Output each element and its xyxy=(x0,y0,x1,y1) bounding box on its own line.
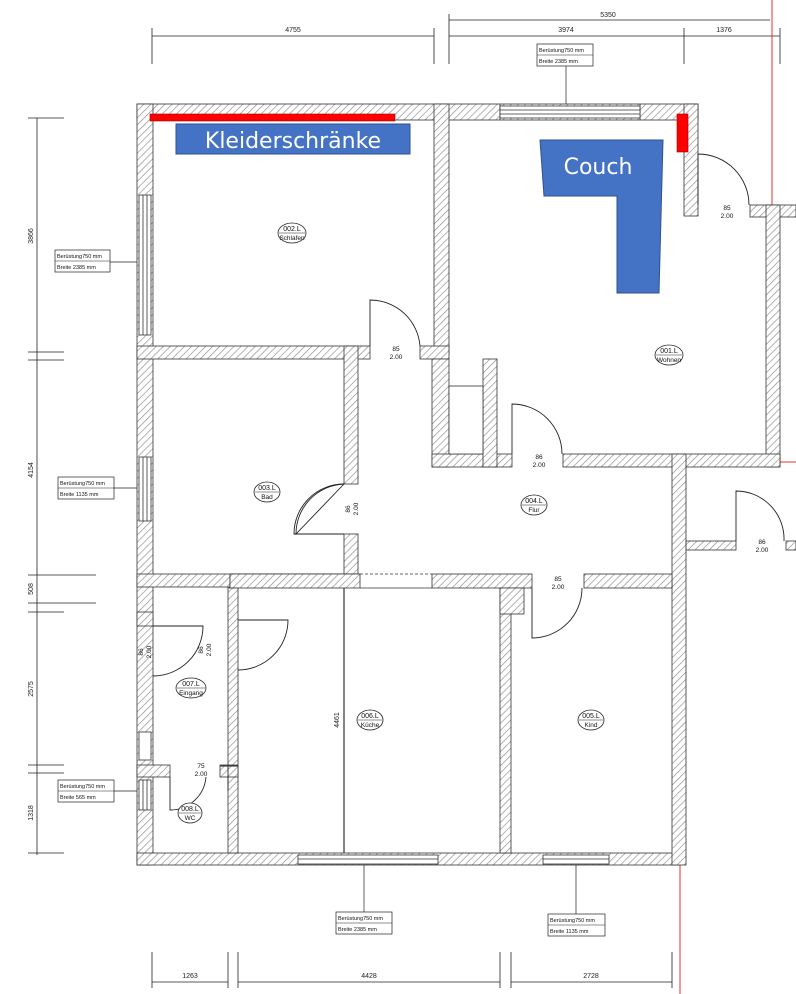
svg-text:Berüstung750 mm: Berüstung750 mm xyxy=(60,784,105,790)
windows xyxy=(138,105,641,865)
dim-left-4: 2575 xyxy=(28,681,35,697)
svg-text:Breite 1135 mm: Breite 1135 mm xyxy=(550,929,589,935)
door6-height: 2.00 xyxy=(756,547,769,554)
window-tag-bottom-2: Berüstung750 mm Breite 1135 mm xyxy=(547,913,606,937)
room-labels: 002.L Schlafen 001.L Wohnen 003.L Bad 00… xyxy=(175,222,684,824)
dim-kitchen-inner: 4461 xyxy=(334,712,341,728)
dim-bottom-1: 1263 xyxy=(182,973,198,980)
svg-text:WC: WC xyxy=(185,815,196,822)
room-label-schlafen: 002.L Schlafen xyxy=(277,222,307,244)
wall-marker-red xyxy=(676,113,689,153)
dim-top-left: 4755 xyxy=(285,27,301,34)
room-label-bad: 003.L Bad xyxy=(253,481,281,503)
window-tags xyxy=(110,66,577,914)
door-labels: 85 2.00 85 2.00 86 2.00 86 2.00 85 2.00 … xyxy=(138,205,769,778)
window-tag-left-3: Berüstung750 mm Breite 565 mm xyxy=(57,779,115,803)
door2-width: 85 xyxy=(723,205,731,212)
svg-text:007.L: 007.L xyxy=(182,681,200,688)
svg-text:Berüstung750 mm: Berüstung750 mm xyxy=(539,48,584,54)
door8-width: 86 xyxy=(198,646,205,654)
svg-text:006.L: 006.L xyxy=(361,713,379,720)
dim-bottom-3: 2728 xyxy=(583,973,599,980)
door7-height: 2.00 xyxy=(146,645,153,658)
svg-text:Bad: Bad xyxy=(261,494,273,501)
wardrobe-marker xyxy=(149,113,396,122)
dim-top-right: 1376 xyxy=(716,27,732,34)
couch-label-text: Couch xyxy=(564,155,633,180)
room-label-kueche: 006.L Küche xyxy=(356,709,384,731)
door7-width: 86 xyxy=(138,648,145,656)
svg-text:Berüstung750 mm: Berüstung750 mm xyxy=(57,254,102,260)
svg-text:002.L: 002.L xyxy=(283,226,301,233)
svg-text:001.L: 001.L xyxy=(660,348,678,355)
door5-height: 2.00 xyxy=(552,584,565,591)
svg-text:Berüstung750 mm: Berüstung750 mm xyxy=(60,481,105,487)
dim-left-1: 3866 xyxy=(28,228,35,244)
svg-text:008.L: 008.L xyxy=(181,806,199,813)
window-tag-top: Berüstung750 mm Breite 2385 mm xyxy=(536,43,594,67)
door1-width: 85 xyxy=(392,346,400,353)
svg-text:Schlafen: Schlafen xyxy=(279,235,305,242)
door4-height: 2.00 xyxy=(353,502,360,515)
door9-width: 75 xyxy=(197,763,205,770)
window-tag-bottom-1: Berüstung750 mm Breite 2385 mm xyxy=(335,911,393,935)
svg-text:003.L: 003.L xyxy=(258,485,276,492)
window-tag-left-2: Berüstung750 mm Breite 1135 mm xyxy=(57,476,115,500)
dimension-lines xyxy=(28,14,781,988)
dim-left-2: 4154 xyxy=(28,462,35,478)
door-swings xyxy=(152,153,785,811)
dim-top-total: 5350 xyxy=(600,12,616,19)
couch-shape: Couch xyxy=(539,139,664,294)
svg-text:Eingang: Eingang xyxy=(179,690,203,697)
svg-text:Breite 565 mm: Breite 565 mm xyxy=(60,795,96,801)
door3-height: 2.00 xyxy=(533,462,546,469)
dim-left-3: 508 xyxy=(28,583,35,595)
wardrobe-label: Kleiderschränke xyxy=(175,123,411,155)
dim-bottom-2: 4428 xyxy=(361,973,377,980)
door9-height: 2.00 xyxy=(195,771,208,778)
svg-text:Kind: Kind xyxy=(584,722,597,729)
door3-width: 86 xyxy=(535,454,543,461)
svg-text:Breite 2385 mm: Breite 2385 mm xyxy=(338,927,377,933)
wardrobe-label-text: Kleiderschränke xyxy=(205,129,381,154)
svg-text:005.L: 005.L xyxy=(582,713,600,720)
svg-text:004.L: 004.L xyxy=(525,498,543,505)
door8-height: 2.00 xyxy=(206,643,213,656)
svg-text:Berüstung750 mm: Berüstung750 mm xyxy=(338,916,383,922)
svg-text:Breite 1135 mm: Breite 1135 mm xyxy=(60,492,99,498)
door4-width: 86 xyxy=(345,505,352,513)
door6-width: 86 xyxy=(758,539,766,546)
room-label-kind: 005.L Kind xyxy=(577,709,605,731)
room-label-eingang: 007.L Eingang xyxy=(175,677,207,699)
room-label-wohnen: 001.L Wohnen xyxy=(654,344,684,366)
svg-text:Küche: Küche xyxy=(361,722,380,729)
door5-width: 85 xyxy=(554,576,562,583)
dim-left-5: 1318 xyxy=(28,805,35,821)
dim-top-mid: 3974 xyxy=(558,27,574,34)
walls xyxy=(136,103,796,866)
svg-text:Breite 2385 mm: Breite 2385 mm xyxy=(539,59,578,65)
svg-text:Flur: Flur xyxy=(528,507,540,514)
svg-text:Breite 2385 mm: Breite 2385 mm xyxy=(57,265,96,271)
room-label-flur: 004.L Flur xyxy=(520,494,548,516)
window-tag-left-1: Berüstung750 mm Breite 2385 mm xyxy=(54,249,111,273)
room-label-wc: 008.L WC xyxy=(177,802,203,824)
door2-height: 2.00 xyxy=(721,213,734,220)
svg-text:Berüstung750 mm: Berüstung750 mm xyxy=(550,918,595,924)
shaft-box xyxy=(448,385,484,455)
svg-text:Wohnen: Wohnen xyxy=(657,357,681,364)
door1-height: 2.00 xyxy=(390,354,403,361)
